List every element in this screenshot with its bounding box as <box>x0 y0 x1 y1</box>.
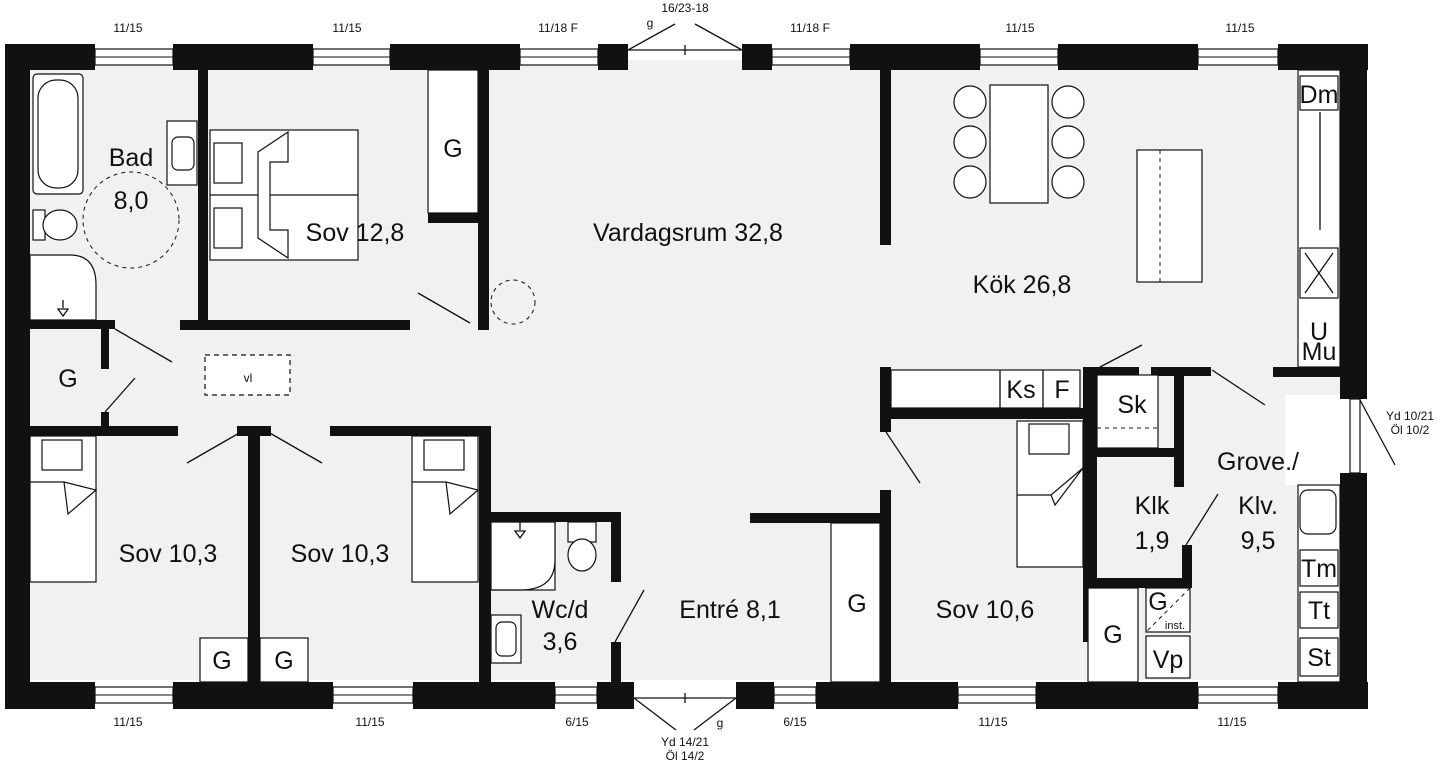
sov-10-3-left-label: Sov 10,3 <box>119 540 218 568</box>
dim-top-g: g <box>647 16 654 30</box>
sov-10-6-label: Sov 10,6 <box>936 596 1035 624</box>
closet-g-entre: G <box>847 590 866 618</box>
entrance-doors <box>627 23 1396 731</box>
kitchen-fixtures <box>953 69 1341 683</box>
mu-label: Mu <box>1302 338 1337 366</box>
sov-10-3-right-label: Sov 10,3 <box>291 540 390 568</box>
dim-top-3: 11/18 F <box>538 21 578 35</box>
dim-top-4: 16/23-18 <box>661 1 709 15</box>
kok-label: Kök 26,8 <box>973 271 1072 299</box>
sov-12-8-label: Sov 12,8 <box>306 219 405 247</box>
dim-bottom-g: g <box>717 716 724 730</box>
u-label: U <box>1310 318 1328 346</box>
dim-bottom-6: 11/15 <box>1217 715 1246 729</box>
door-swings <box>104 279 1266 643</box>
dim-bottom-4: 6/15 <box>783 715 807 729</box>
storage-labels: G G vl G G G G Ks F Sk Dm U Mu Tm Tt St … <box>58 81 1338 675</box>
closet-g-sov-right: G <box>274 647 293 675</box>
dim-bottom-1: 11/15 <box>113 715 142 729</box>
grove-area: 9,5 <box>1241 527 1276 555</box>
st-label: St <box>1307 644 1331 672</box>
dim-top-2: 11/15 <box>332 21 361 35</box>
bad-label: Bad <box>109 144 153 172</box>
vl-label: vl <box>244 371 253 385</box>
entre-label: Entré 8,1 <box>679 596 780 624</box>
closet-g-sov-10-6: G <box>1103 621 1122 649</box>
klk-area: 1,9 <box>1135 527 1170 555</box>
vp-label: Vp <box>1153 646 1184 674</box>
tt-label: Tt <box>1308 597 1330 625</box>
dim-bottom-door-1: Yd 14/21 <box>661 735 709 749</box>
sk-label: Sk <box>1117 391 1147 419</box>
dim-bottom-5: 11/15 <box>978 715 1007 729</box>
bad-area: 8,0 <box>114 187 149 215</box>
dm-label: Dm <box>1300 81 1339 109</box>
wc-label: Wc/d <box>532 596 589 624</box>
outdoor-gap <box>1285 395 1355 485</box>
klv-label: Klv. <box>1238 492 1278 520</box>
klk-label: Klk <box>1135 492 1170 520</box>
dim-bottom-3: 6/15 <box>565 715 589 729</box>
ks-label: Ks <box>1006 376 1035 404</box>
interior-walls <box>30 70 1343 682</box>
dim-bottom-door-2: Öl 14/2 <box>666 749 705 763</box>
tm-label: Tm <box>1301 555 1337 583</box>
vardagsrum-label: Vardagsrum 32,8 <box>593 219 783 247</box>
closet-g-hall: G <box>58 365 77 393</box>
closet-g-sov-left: G <box>212 647 231 675</box>
dim-top-7: 11/15 <box>1225 21 1254 35</box>
closet-g-sov: G <box>443 135 462 163</box>
bathroom-fixtures <box>29 73 597 664</box>
windows <box>94 48 1279 704</box>
dim-top-5: 11/18 F <box>790 21 830 35</box>
grove-label: Grove./ <box>1217 448 1299 476</box>
dim-top-1: 11/15 <box>113 21 142 35</box>
inst-label: inst. <box>1165 620 1185 632</box>
dim-right-door-1: Yd 10/21 <box>1386 409 1434 423</box>
room-labels: Bad 8,0 Sov 12,8 Vardagsrum 32,8 Kök 26,… <box>109 144 1299 656</box>
outer-walls <box>5 44 1368 709</box>
wc-area: 3,6 <box>543 628 578 656</box>
dim-top-6: 11/15 <box>1005 21 1034 35</box>
beds <box>29 129 1084 583</box>
dim-bottom-2: 11/15 <box>355 715 384 729</box>
dim-right-door-2: Öl 10/2 <box>1391 423 1430 437</box>
f-label: F <box>1054 376 1069 404</box>
dimension-labels: 11/15 11/15 11/18 F 16/23-18 g 11/18 F 1… <box>113 1 1434 763</box>
closet-g-inst: G <box>1148 588 1167 616</box>
closets <box>199 69 1191 683</box>
